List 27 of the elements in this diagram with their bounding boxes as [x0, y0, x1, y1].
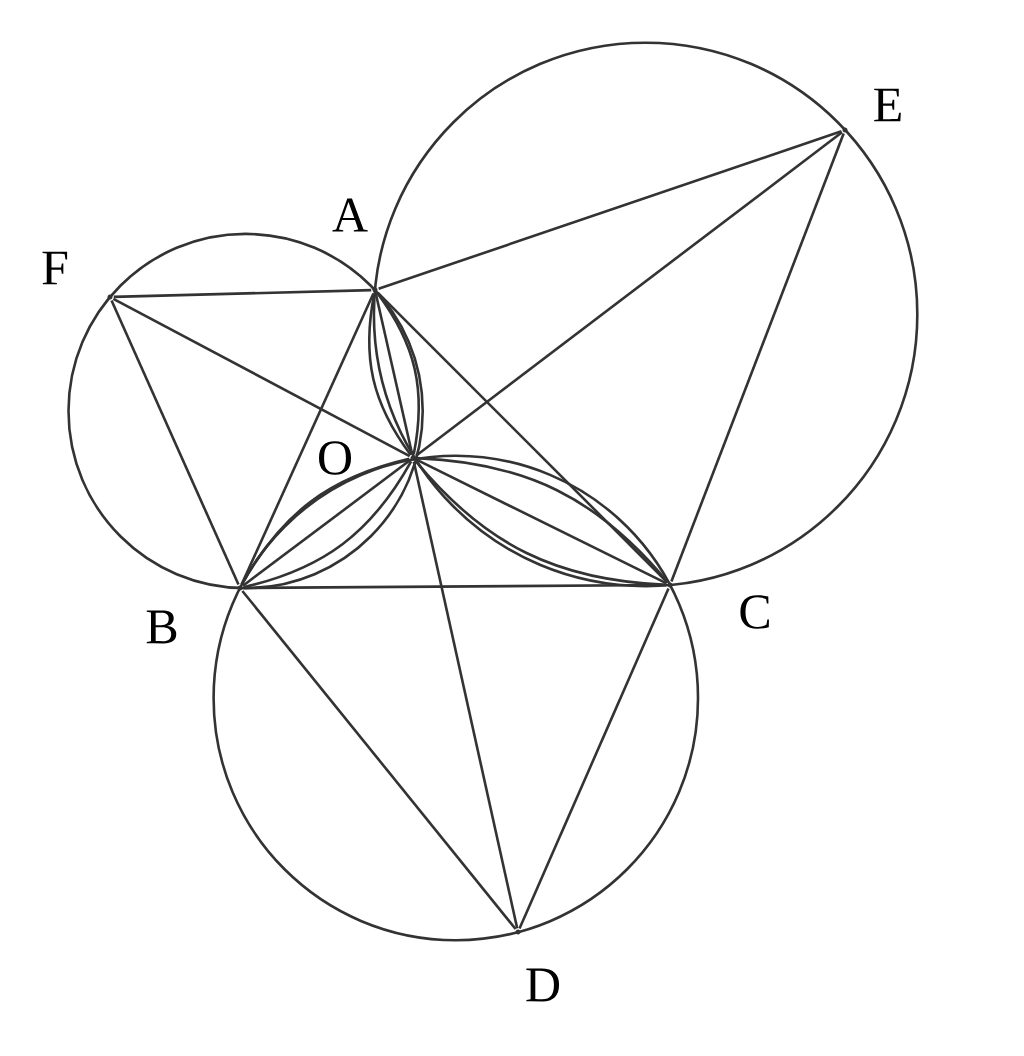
line-segment [415, 131, 843, 457]
line-segment [113, 288, 372, 299]
point-label: B [146, 610, 177, 644]
line-segment [670, 133, 845, 582]
line-segment [412, 461, 519, 929]
line-segment [240, 292, 375, 586]
line-segment [112, 297, 411, 458]
line-segment [518, 587, 670, 930]
line-segment [241, 590, 517, 930]
point [372, 287, 378, 293]
point [410, 455, 416, 461]
point-label: F [42, 251, 68, 285]
arc [367, 293, 412, 456]
point [107, 294, 113, 300]
point [237, 585, 243, 591]
point [842, 127, 848, 133]
point [515, 929, 521, 935]
point-label: A [332, 198, 368, 232]
point [667, 582, 673, 588]
point-label: O [319, 441, 351, 475]
line-segment [110, 299, 240, 586]
line-segment [374, 293, 414, 455]
point-label: E [874, 88, 901, 122]
point-label: D [526, 968, 560, 1002]
line-segment [378, 130, 842, 290]
point-label: C [740, 595, 769, 629]
arc [376, 292, 421, 455]
